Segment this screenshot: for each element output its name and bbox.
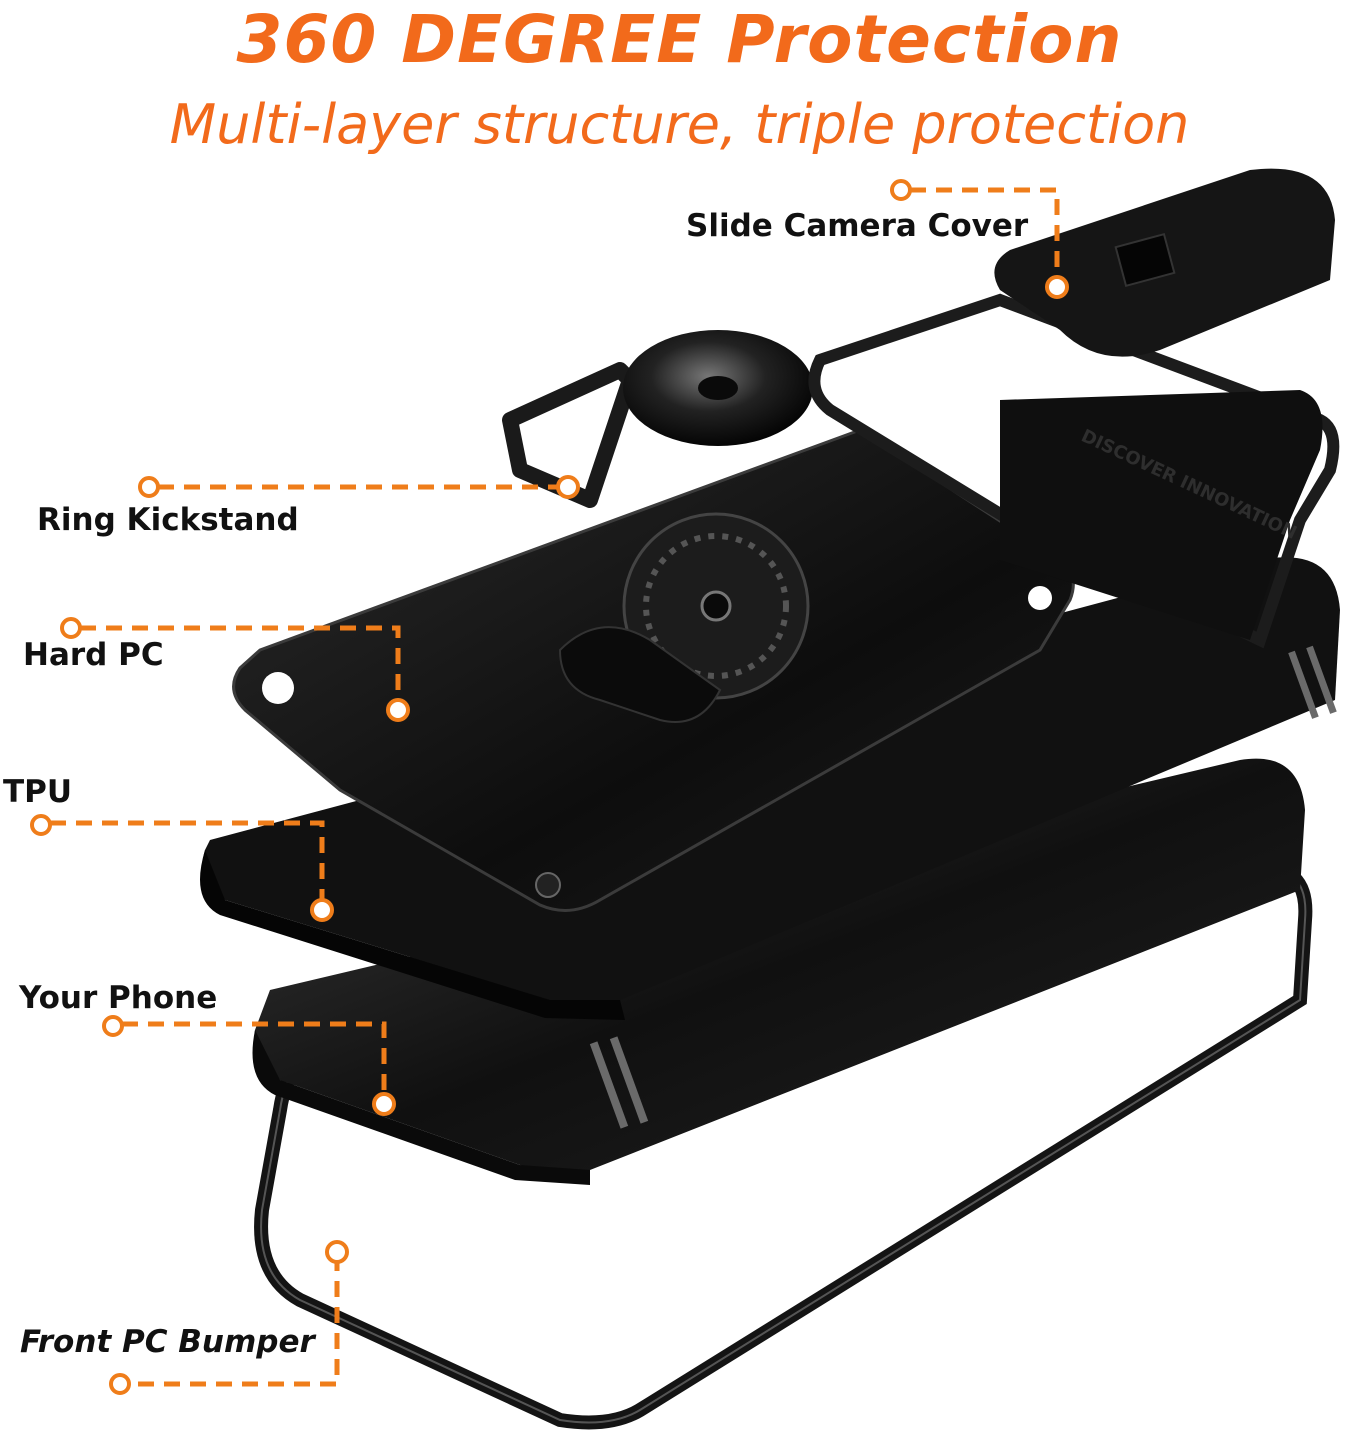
phone-body <box>252 758 1306 1185</box>
ring-kickstand <box>502 330 813 508</box>
slide-camera-cover: DISCOVER INNOVATION <box>808 168 1340 649</box>
label-slide-camera-cover: Slide Camera Cover <box>686 208 1029 244</box>
label-hard-pc: Hard PC <box>23 637 164 673</box>
label-front-pc-bumper: Front PC Bumper <box>20 1324 315 1360</box>
callout-lines <box>50 187 1060 1387</box>
label-tpu: TPU <box>3 774 73 810</box>
label-your-phone: Your Phone <box>19 980 218 1016</box>
hard-pc-plate <box>232 428 1075 912</box>
page-title: 360 DEGREE Protection <box>236 1 1123 78</box>
label-ring-kickstand: Ring Kickstand <box>37 502 299 538</box>
callout-dots <box>30 179 1069 1395</box>
page-subtitle: Multi-layer structure, triple protection <box>169 93 1190 156</box>
